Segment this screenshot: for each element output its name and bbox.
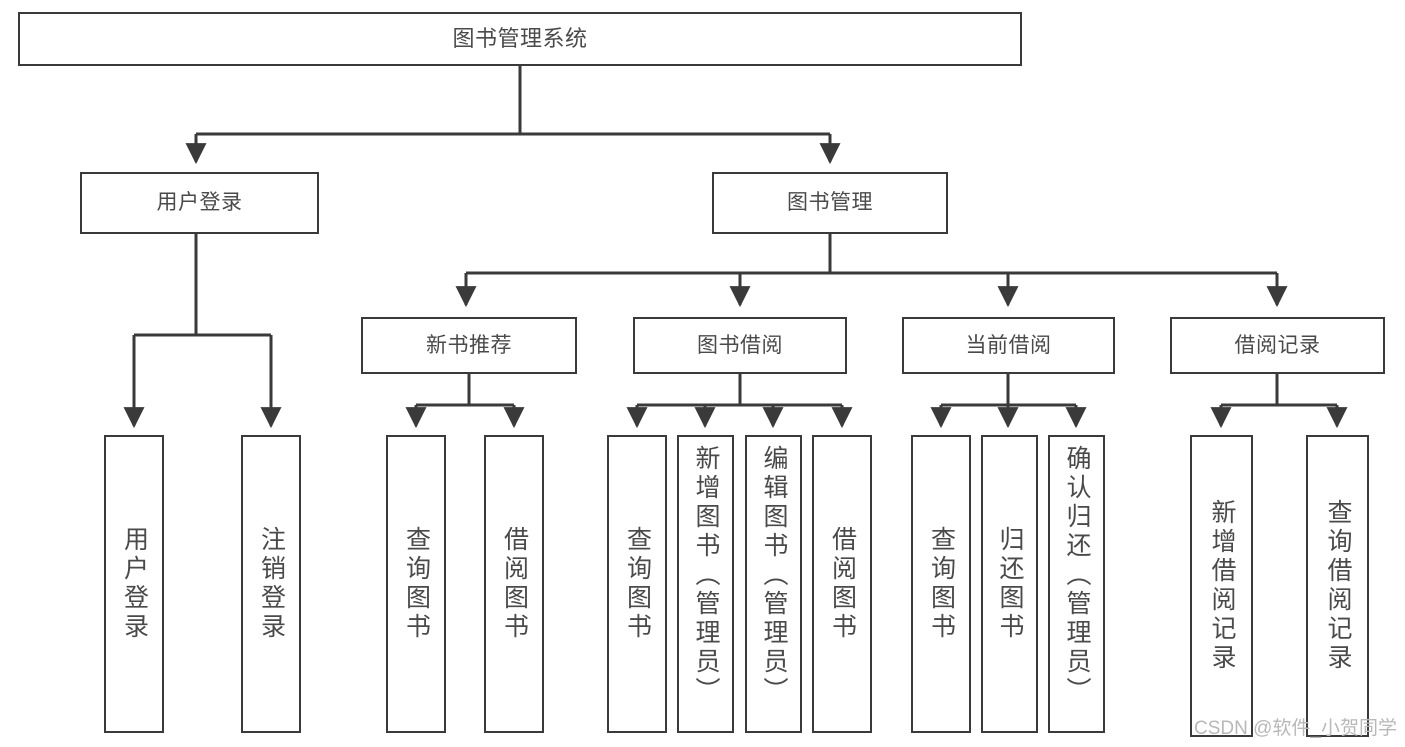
leaf-borrow-borrow-book-label: 借阅图书 — [828, 526, 857, 642]
leaf-user-login-login[interactable]: 用户登录 — [104, 435, 164, 733]
node-borrow-record-label: 借阅记录 — [1234, 333, 1321, 357]
leaf-current-query-book[interactable]: 查询图书 — [911, 435, 971, 733]
leaf-recommend-query-book[interactable]: 查询图书 — [386, 435, 446, 733]
leaf-record-add-record-label: 新增借阅记录 — [1208, 499, 1236, 673]
node-new-book-recommend-label: 新书推荐 — [426, 333, 512, 357]
leaf-recommend-query-book-label: 查询图书 — [402, 526, 431, 642]
node-root[interactable]: 图书管理系统 — [18, 12, 1022, 66]
node-new-book-recommend[interactable]: 新书推荐 — [361, 317, 577, 374]
leaf-current-confirm-return[interactable]: 确认归还（管理员） — [1048, 435, 1105, 733]
leaf-recommend-borrow-book[interactable]: 借阅图书 — [484, 435, 544, 733]
leaf-record-add-record[interactable]: 新增借阅记录 — [1190, 435, 1253, 737]
leaf-record-query-record-label: 查询借阅记录 — [1324, 499, 1352, 673]
leaf-user-login-logout[interactable]: 注销登录 — [241, 435, 301, 733]
node-current-borrow[interactable]: 当前借阅 — [902, 317, 1115, 374]
node-book-borrow-label: 图书借阅 — [697, 333, 783, 357]
node-root-label: 图书管理系统 — [452, 25, 588, 51]
leaf-borrow-add-book-label: 新增图书（管理员） — [692, 445, 720, 706]
node-current-borrow-label: 当前借阅 — [965, 333, 1052, 357]
csdn-watermark: CSDN @软件_小贺同学 — [1194, 718, 1397, 739]
leaf-recommend-borrow-book-label: 借阅图书 — [500, 526, 529, 642]
node-book-management-label: 图书管理 — [787, 191, 873, 215]
node-user-login-label: 用户登录 — [156, 191, 243, 215]
leaf-user-login-logout-label: 注销登录 — [257, 526, 286, 642]
leaf-borrow-borrow-book[interactable]: 借阅图书 — [812, 435, 872, 733]
leaf-current-confirm-return-label: 确认归还（管理员） — [1063, 445, 1091, 706]
leaf-borrow-edit-book-label: 编辑图书（管理员） — [760, 445, 788, 706]
node-user-login[interactable]: 用户登录 — [80, 172, 319, 234]
leaf-borrow-query-book-label: 查询图书 — [623, 526, 652, 642]
leaf-borrow-edit-book[interactable]: 编辑图书（管理员） — [745, 435, 802, 733]
leaf-user-login-login-label: 用户登录 — [120, 526, 149, 642]
leaf-borrow-add-book[interactable]: 新增图书（管理员） — [677, 435, 734, 733]
leaf-record-query-record[interactable]: 查询借阅记录 — [1306, 435, 1369, 737]
leaf-borrow-query-book[interactable]: 查询图书 — [607, 435, 667, 733]
node-book-borrow[interactable]: 图书借阅 — [633, 317, 847, 374]
leaf-current-return-book-label: 归还图书 — [996, 526, 1024, 642]
node-book-management[interactable]: 图书管理 — [712, 172, 948, 234]
leaf-current-return-book[interactable]: 归还图书 — [981, 435, 1038, 733]
node-borrow-record[interactable]: 借阅记录 — [1170, 317, 1385, 374]
leaf-current-query-book-label: 查询图书 — [927, 526, 956, 642]
